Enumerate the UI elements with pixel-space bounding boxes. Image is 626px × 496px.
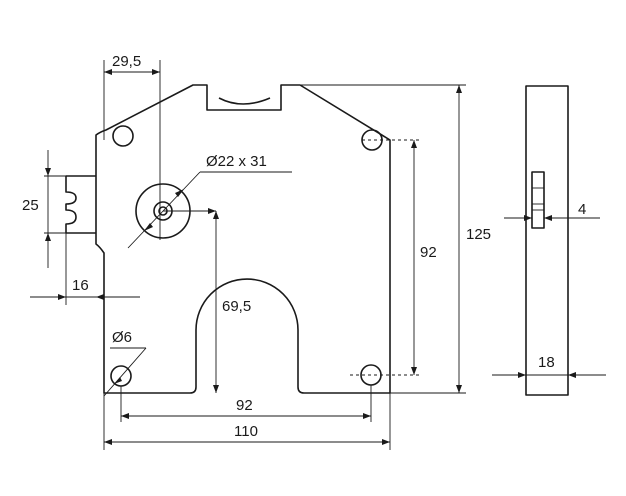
- side-view-pin: [531, 171, 545, 229]
- dim-depth: 18: [538, 354, 555, 371]
- dim-pin-thickness: 4: [578, 201, 586, 218]
- dim-small-hole: Ø6: [112, 329, 132, 346]
- dim-width-left: 16: [72, 277, 89, 294]
- dim-offset-x: 29,5: [112, 53, 141, 70]
- top-notch-arc: [218, 97, 271, 105]
- dim-total-height: 125: [466, 226, 491, 243]
- side-view-body: [525, 85, 569, 396]
- hole-top-left: [112, 125, 134, 147]
- left-tab: [65, 175, 96, 234]
- dim-bore: Ø22 x 31: [206, 153, 267, 170]
- dim-hole-spacing-h: 92: [236, 397, 253, 414]
- dim-total-width: 110: [234, 423, 258, 440]
- dim-height-left: 25: [22, 197, 39, 214]
- dim-hole-spacing-v: 92: [420, 244, 437, 261]
- plate-outline: [95, 84, 391, 394]
- dim-cutout-height: 69,5: [222, 298, 251, 315]
